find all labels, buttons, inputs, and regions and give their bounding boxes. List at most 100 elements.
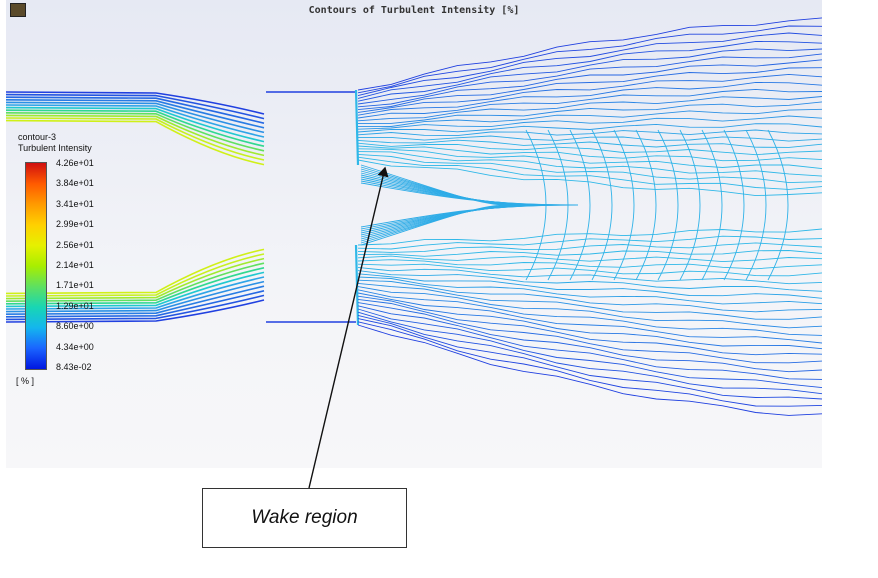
upper-inlet-line (6, 119, 265, 166)
wake-contour-lower (357, 298, 822, 356)
wake-mid-contour (679, 129, 701, 281)
wake-contour-lower (357, 266, 822, 285)
lower-inlet-line (6, 280, 265, 313)
wake-mid-contour (657, 129, 679, 281)
wake-mid-contour (591, 129, 613, 281)
lower-inlet-line (6, 262, 265, 302)
cylinder-edge (354, 89, 360, 166)
lower-inlet-line (6, 294, 265, 321)
upper-inlet-line (6, 101, 265, 134)
wake-contour-upper (357, 153, 822, 184)
wake-contour-lower (357, 289, 822, 336)
legend-tick-label: 2.14e+01 (56, 260, 94, 270)
wake-contour-upper (357, 148, 822, 170)
wake-contour-lower (357, 292, 822, 344)
cylinder-edge (354, 244, 360, 326)
wake-mid-contour (745, 129, 767, 281)
plot-title: Contours of Turbulent Intensity [%] (308, 5, 520, 16)
wake-contour-lower (357, 295, 822, 350)
upper-inlet-line (6, 96, 265, 124)
wake-contour-upper (357, 115, 822, 130)
wake-contour-upper (357, 159, 822, 197)
wake-mid-contour (613, 129, 635, 281)
wake-contour-lower (357, 263, 822, 277)
wake-contour-upper (357, 101, 822, 125)
wake-contour-lower (357, 273, 822, 299)
wake-contour-upper (357, 40, 822, 99)
wake-contour-lower (357, 270, 822, 292)
legend-header: contour-3 Turbulent Intensity (18, 132, 92, 154)
wake-contour-upper (357, 17, 822, 91)
lower-inlet-line (6, 257, 265, 300)
upper-inlet-line (6, 117, 265, 161)
legend-tick-label: 3.41e+01 (56, 198, 94, 209)
legend-tick-label: 1.71e+01 (56, 280, 94, 291)
wake-mid-contour (635, 129, 657, 281)
wake-contour-lower (357, 321, 822, 407)
callout-box: Wake region (202, 488, 407, 548)
wake-contour-upper (357, 81, 822, 116)
wake-contour-lower (357, 302, 822, 364)
upper-inlet-line (6, 106, 265, 143)
upper-inlet-line (6, 114, 265, 157)
wake-contour-lower (357, 314, 822, 395)
wake-contour-upper (357, 32, 822, 97)
wake-contour-upper (357, 142, 822, 156)
upper-inlet-line (6, 99, 265, 129)
wake-contour-lower (357, 324, 822, 416)
fluent-logo-icon (10, 3, 26, 17)
wake-contour-upper (357, 59, 822, 108)
wake-contour-lower (357, 286, 822, 329)
lower-inlet-line (6, 299, 265, 323)
legend-tick-label: 2.56e+01 (56, 239, 94, 250)
wake-contour-lower (357, 228, 822, 246)
wake-contour-lower (357, 318, 822, 400)
callout-text: Wake region (251, 507, 358, 528)
legend-tick-label: 3.84e+01 (56, 178, 94, 189)
lower-inlet-line (6, 290, 265, 318)
wake-contour-lower (357, 250, 822, 257)
legend-tick-label: 8.43e-02 (56, 362, 92, 372)
wake-contour-lower (357, 308, 822, 380)
wake-mid-contour (767, 129, 789, 281)
legend-quantity: Turbulent Intensity (18, 143, 92, 153)
wake-contour-upper (357, 145, 822, 162)
legend-tick-label: 4.34e+00 (56, 341, 94, 352)
legend-tick-label: 4.26e+01 (56, 158, 94, 168)
lower-inlet-line (6, 248, 265, 295)
upper-inlet-line (6, 104, 265, 138)
wake-mid-contour (569, 129, 591, 281)
lower-inlet-line (6, 253, 265, 297)
wake-contour-upper (357, 123, 822, 133)
upper-inlet-line (6, 112, 265, 152)
wake-contour-upper (357, 88, 822, 119)
wake-contour-lower (357, 242, 822, 253)
upper-inlet-line (6, 109, 265, 147)
upper-inlet-line (6, 93, 265, 120)
legend-colorbar (25, 162, 47, 370)
contour-viewport: Contours of Turbulent Intensity [%] cont… (6, 0, 822, 468)
wake-contour-lower (357, 255, 822, 263)
legend-name: contour-3 (18, 132, 57, 142)
lower-inlet-line (6, 276, 265, 310)
legend-tick-label: 8.60e+00 (56, 321, 94, 332)
wake-contour-lower (357, 305, 822, 373)
wake-contour-upper (357, 53, 822, 105)
wake-contour-upper (357, 73, 822, 113)
wake-contour-upper (357, 156, 822, 190)
wake-contour-lower (357, 311, 822, 389)
upper-inlet-line (6, 91, 265, 115)
lower-inlet-line (6, 271, 265, 308)
wake-contour-upper (357, 108, 822, 127)
wake-contour-lower (357, 279, 822, 313)
lower-inlet-line (6, 267, 265, 305)
wake-contour-lower (357, 276, 822, 305)
wake-contour-lower (357, 235, 822, 250)
wake-mid-contour (525, 129, 547, 281)
wake-contour-upper (357, 48, 822, 102)
wake-contour-lower (357, 282, 822, 320)
wake-contour-upper (357, 151, 822, 177)
lower-inlet-line (6, 285, 265, 315)
wake-mid-contour (547, 129, 569, 281)
legend-tick-label: 2.99e+01 (56, 219, 94, 230)
